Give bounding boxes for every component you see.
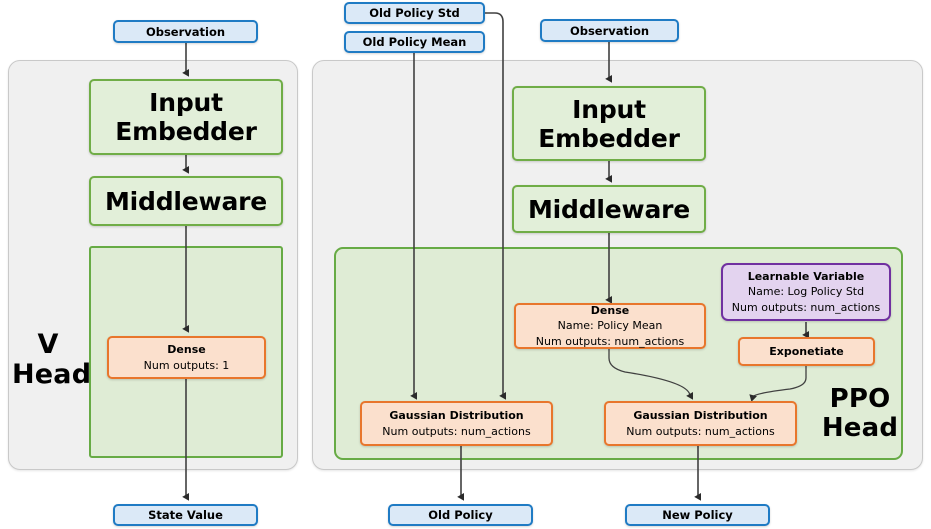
ppo-head-label-line1: PPO [829, 384, 891, 414]
v-head-middleware[interactable]: Middleware [89, 176, 283, 226]
ppo-head-input-embedder-label: Input Embedder [538, 94, 680, 153]
input-observation-ppo[interactable]: Observation [540, 19, 679, 42]
output-state-value-label: State Value [148, 508, 223, 522]
input-old-policy-std-label: Old Policy Std [369, 6, 460, 20]
v-head-label-line1: V [37, 329, 59, 360]
v-head-middleware-label: Middleware [104, 186, 267, 216]
ppo-head-gaussian-old-title: Gaussian Distribution [389, 409, 524, 423]
v-head-dense-title: Dense [167, 343, 206, 357]
input-old-policy-mean[interactable]: Old Policy Mean [344, 31, 485, 53]
input-old-policy-mean-label: Old Policy Mean [362, 35, 467, 49]
output-old-policy-label: Old Policy [428, 508, 493, 522]
v-head-label: V Head [12, 329, 92, 391]
output-new-policy-label: New Policy [662, 508, 733, 522]
v-head-label-line2: Head [12, 359, 92, 391]
ppo-head-middleware[interactable]: Middleware [512, 185, 706, 233]
ppo-head-learnable-variable-outputs: Num outputs: num_actions [731, 300, 881, 314]
v-head-input-embedder[interactable]: Input Embedder [89, 79, 283, 155]
ppo-head-exponentiate[interactable]: Exponetiate [738, 337, 875, 366]
input-observation-v-label: Observation [145, 24, 226, 39]
ppo-head-exponentiate-label: Exponetiate [769, 344, 844, 358]
ppo-head-dense-policy-mean[interactable]: Dense Name: Policy Mean Num outputs: num… [514, 303, 706, 349]
input-observation-v[interactable]: Observation [113, 20, 258, 43]
input-observation-ppo-label: Observation [569, 23, 650, 38]
ppo-head-learnable-variable-title: Learnable Variable [747, 270, 865, 284]
v-head-dense-outputs: Num outputs: 1 [143, 358, 230, 372]
ppo-head-dense-name: Name: Policy Mean [557, 319, 663, 333]
ppo-head-dense-title: Dense [590, 304, 630, 318]
ppo-head-gaussian-old-outputs: Num outputs: num_actions [382, 424, 531, 438]
ppo-head-middleware-label: Middleware [527, 194, 690, 224]
output-new-policy[interactable]: New Policy [625, 504, 770, 526]
output-old-policy[interactable]: Old Policy [388, 504, 533, 526]
input-old-policy-std[interactable]: Old Policy Std [344, 2, 485, 24]
ppo-head-learnable-variable[interactable]: Learnable Variable Name: Log Policy Std … [721, 263, 891, 321]
ppo-head-gaussian-new[interactable]: Gaussian Distribution Num outputs: num_a… [604, 401, 797, 446]
ppo-head-gaussian-new-title: Gaussian Distribution [633, 409, 768, 423]
ppo-head-gaussian-old[interactable]: Gaussian Distribution Num outputs: num_a… [360, 401, 553, 446]
ppo-head-gaussian-new-outputs: Num outputs: num_actions [626, 424, 775, 438]
ppo-head-label-line2: Head [821, 413, 899, 444]
v-head-dense[interactable]: Dense Num outputs: 1 [107, 336, 266, 379]
ppo-head-learnable-variable-name: Name: Log Policy Std [747, 285, 865, 299]
ppo-head-input-embedder[interactable]: Input Embedder [512, 86, 706, 161]
v-head-input-embedder-label: Input Embedder [115, 88, 257, 146]
ppo-head-dense-outputs: Num outputs: num_actions [535, 334, 685, 348]
output-state-value[interactable]: State Value [113, 504, 258, 526]
ppo-head-label: PPO Head [820, 384, 900, 444]
